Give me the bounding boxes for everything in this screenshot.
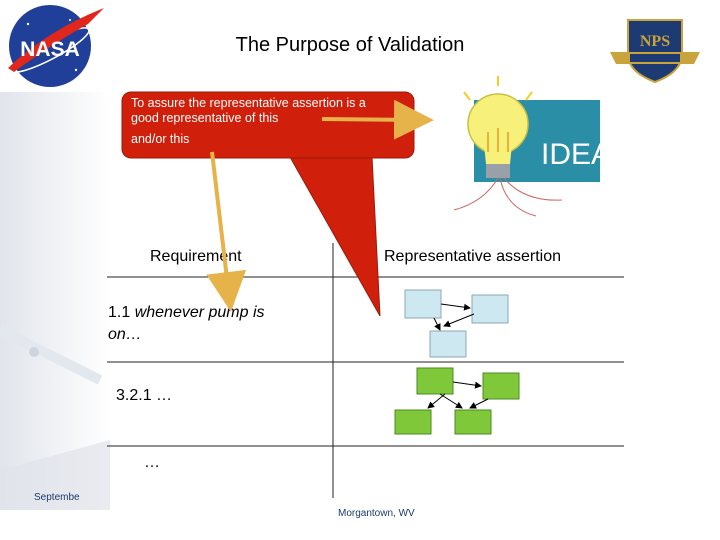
arrow-to-idea (321, 99, 434, 140)
green-state-box (482, 372, 520, 400)
callout-line-2: good representative of this (131, 111, 279, 125)
callout-line-3: and/or this (131, 132, 190, 146)
slide-title: The Purpose of Validation (235, 34, 465, 56)
row-requirement-2: 3.2.1 … (116, 387, 173, 404)
header-representative-assertion: Representative assertion (384, 248, 561, 265)
callout-line-1: To assure the representative assertion i… (131, 96, 366, 110)
green-state-box (454, 409, 492, 435)
idea-lightbulb-image: IDEA (444, 72, 611, 222)
nps-logo: NPS (608, 12, 702, 84)
idea-label: IDEA (541, 138, 604, 171)
arrow-to-requirement (206, 151, 247, 312)
blue-state-diagram (404, 289, 509, 358)
green-state-diagram (394, 367, 520, 435)
req-line2: on… (108, 326, 142, 343)
row-requirement-1: 1.1 whenever pump is on… (108, 302, 265, 346)
header-requirement: Requirement (150, 248, 242, 265)
footer-date: Septembe (34, 492, 80, 503)
green-state-box (416, 367, 454, 395)
req-prefix: 1.1 (108, 304, 135, 321)
blue-state-box (404, 289, 442, 319)
svg-text:NPS: NPS (640, 33, 670, 50)
svg-text:NASA: NASA (20, 38, 80, 61)
blue-state-box (429, 330, 467, 358)
blue-state-box (471, 294, 509, 324)
green-state-box (394, 409, 432, 435)
footer-location: Morgantown, WV (338, 508, 415, 519)
nasa-logo: NASA (0, 0, 107, 92)
callout-text: To assure the representative assertion i… (131, 96, 416, 147)
callout-pointer (289, 156, 381, 317)
row-requirement-3: … (144, 454, 160, 471)
